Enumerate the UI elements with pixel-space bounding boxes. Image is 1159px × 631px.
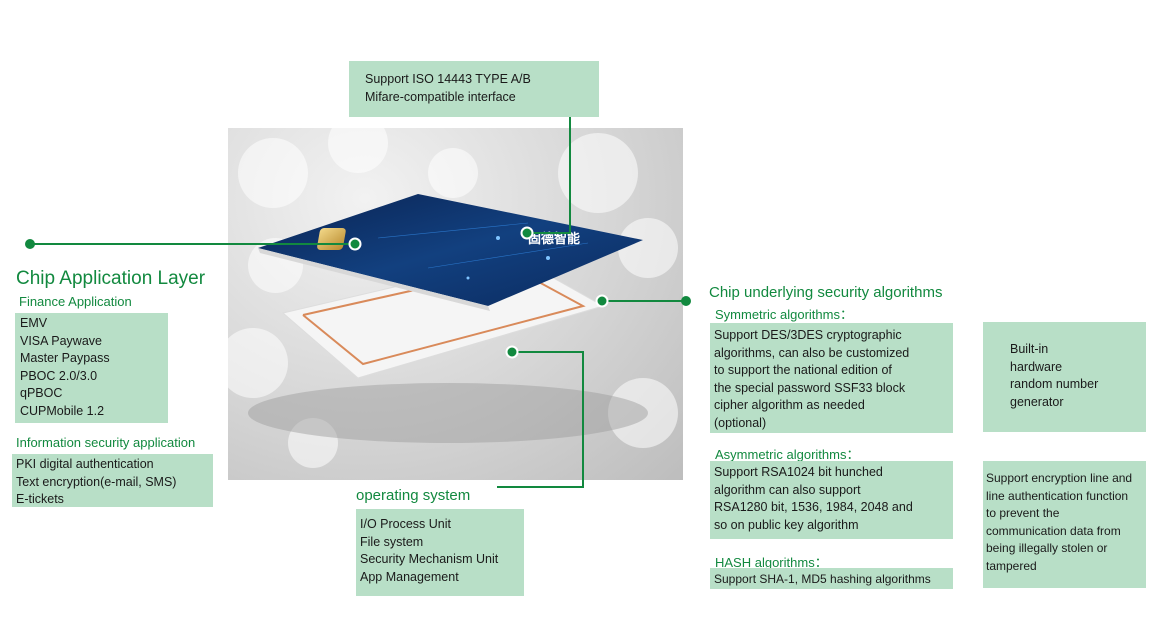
card-logo: 固德智能 [528, 231, 580, 247]
line-encryption-line: communication data from [986, 523, 1121, 538]
dot-card [520, 226, 534, 240]
asymmetric-label: Asymmetric algorithms： [715, 447, 860, 462]
interface-box: Support ISO 14443 TYPE A/B Mifare-compat… [349, 61, 599, 117]
symmetric-line: algorithms, can also be customized [714, 345, 910, 360]
interface-line-2: Mifare-compatible interface [365, 89, 516, 104]
finance-label: Finance Application [19, 294, 132, 309]
interface-line-1: Support ISO 14443 TYPE A/B [365, 72, 531, 86]
finance-item: EMV [20, 316, 48, 330]
hash-line: Support SHA-1, MD5 hashing algorithms [714, 572, 931, 586]
os-item: App Management [360, 569, 459, 584]
hash-label: HASH algorithms： [715, 555, 828, 570]
symmetric-line: the special password SSF33 block [714, 380, 906, 395]
line-encryption-line: Support encryption line and [986, 471, 1133, 485]
finance-item: qPBOC [20, 386, 63, 400]
symmetric-line: to support the national edition of [714, 363, 892, 377]
os-item: I/O Process Unit [360, 517, 451, 531]
hash-box: Support SHA-1, MD5 hashing algorithms [710, 568, 953, 589]
dot-inlay [595, 294, 609, 308]
symmetric-box: Support DES/3DES cryptographic algorithm… [710, 323, 953, 433]
infosec-item: PKI digital authentication [16, 457, 154, 471]
rng-line: generator [1010, 394, 1064, 409]
finance-item: PBOC 2.0/3.0 [20, 368, 98, 383]
rng-line: random number [1010, 377, 1099, 391]
os-item: File system [360, 534, 424, 549]
rng-line: hardware [1010, 359, 1063, 374]
line-encryption-line: line authentication function [986, 488, 1129, 503]
infosec-item: E-tickets [16, 492, 64, 506]
rng-box: Built-in hardware random number generato… [983, 322, 1146, 432]
symmetric-line: cipher algorithm as needed [714, 398, 865, 412]
card-body [258, 194, 643, 306]
asymmetric-line: RSA1280 bit, 1536, 1984, 2048 and [714, 500, 913, 514]
symmetric-line: (optional) [714, 415, 767, 430]
os-title: operating system [356, 487, 471, 504]
infosec-box: PKI digital authentication Text encrypti… [12, 454, 213, 507]
line-encryption-line: to prevent the [986, 506, 1060, 520]
chip-app-title: Chip Application Layer [16, 268, 206, 289]
symmetric-line: Support DES/3DES cryptographic [714, 328, 902, 342]
os-box: I/O Process Unit File system Security Me… [356, 509, 524, 596]
line-encryption-box: Support encryption line and line authent… [983, 461, 1146, 588]
security-title: Chip underlying security algorithms [709, 284, 943, 301]
line-encryption-line: tampered [986, 558, 1037, 573]
asymmetric-line: algorithm can also support [714, 482, 861, 497]
infosec-label: Information security application [16, 435, 196, 450]
finance-item: VISA Paywave [20, 333, 102, 348]
dot-chip [348, 237, 362, 251]
os-item: Security Mechanism Unit [360, 552, 499, 566]
line-encryption-line: being illegally stolen or [986, 541, 1108, 555]
dot-chip-app [25, 239, 35, 249]
infosec-item: Text encryption(e-mail, SMS) [16, 474, 177, 489]
asymmetric-box: Support RSA1024 bit hunched algorithm ca… [710, 461, 953, 539]
symmetric-label: Symmetric algorithms： [715, 307, 853, 322]
dot-os [505, 345, 519, 359]
finance-item: Master Paypass [20, 351, 110, 365]
finance-item: CUPMobile 1.2 [20, 403, 105, 418]
rng-line: Built-in [1010, 342, 1049, 356]
asymmetric-line: so on public key algorithm [714, 517, 859, 532]
dot-security [681, 296, 691, 306]
asymmetric-line: Support RSA1024 bit hunched [714, 465, 883, 479]
finance-box: EMV VISA Paywave Master Paypass PBOC 2.0… [15, 313, 168, 423]
